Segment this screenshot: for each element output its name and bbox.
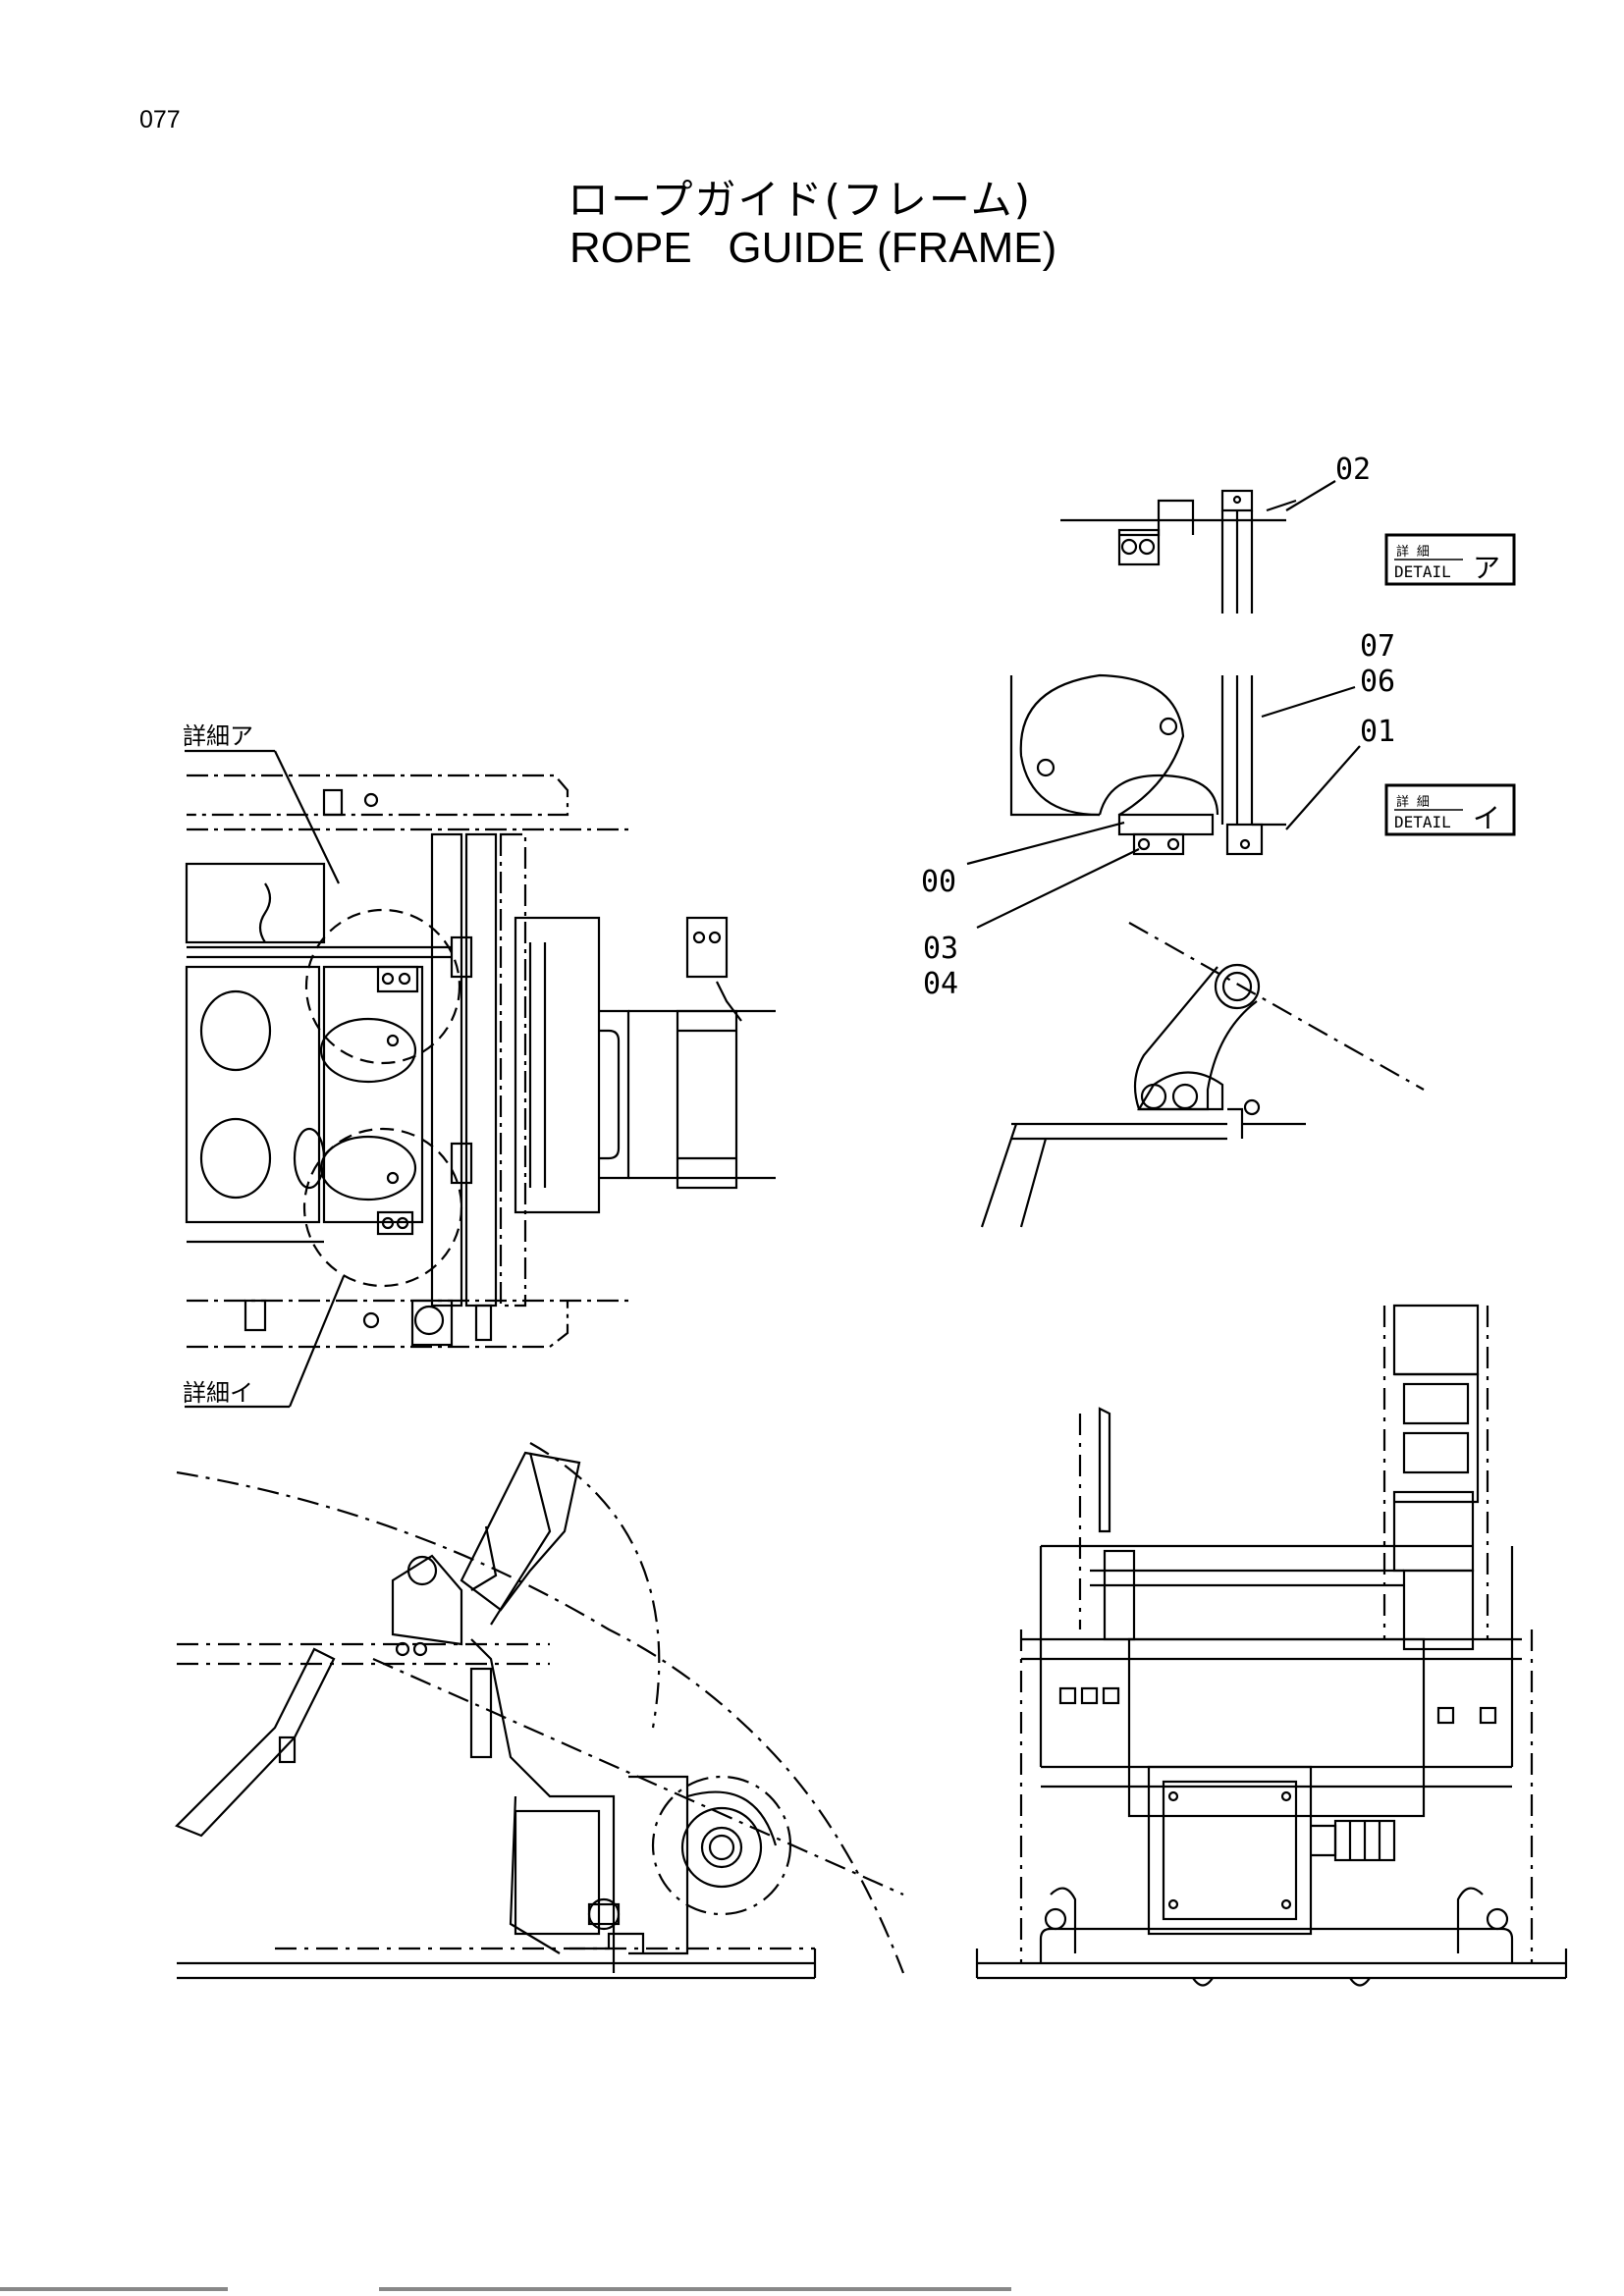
- detail-i-kanji: 詳 細: [1396, 794, 1430, 810]
- plan-view: [185, 749, 776, 1409]
- part-number-04: 04: [923, 967, 958, 1001]
- side-view: [175, 1442, 905, 1980]
- detail-i-box: 詳 細 DETAIL イ: [1384, 783, 1516, 836]
- part-number-03: 03: [923, 932, 958, 966]
- detail-i-view: [966, 673, 1361, 929]
- detail-i-mark: イ: [1473, 802, 1500, 834]
- detail-a-callout: 詳細ア: [183, 722, 253, 750]
- detail-i-word: DETAIL: [1394, 813, 1451, 831]
- detail-a-kanji: 詳 細: [1396, 544, 1430, 560]
- detail-a-box: 詳 細 DETAIL ア: [1384, 533, 1516, 586]
- front-view: [975, 1304, 1568, 1987]
- detail-a-mark: ア: [1473, 552, 1500, 584]
- detail-a-view: [1060, 480, 1336, 614]
- title-japanese: ロープガイド(フレーム): [568, 176, 1032, 224]
- detail-a-word: DETAIL: [1394, 562, 1451, 581]
- swing-arm-view: [980, 922, 1425, 1228]
- part-number-00: 00: [921, 865, 956, 899]
- title-english: ROPE GUIDE (FRAME): [569, 224, 1057, 272]
- part-number-02: 02: [1335, 453, 1371, 487]
- page-number: 077: [139, 106, 181, 133]
- detail-i-callout: 詳細イ: [183, 1379, 253, 1407]
- part-number-07: 07: [1360, 629, 1395, 664]
- part-number-01: 01: [1360, 715, 1395, 749]
- part-number-06: 06: [1360, 665, 1395, 699]
